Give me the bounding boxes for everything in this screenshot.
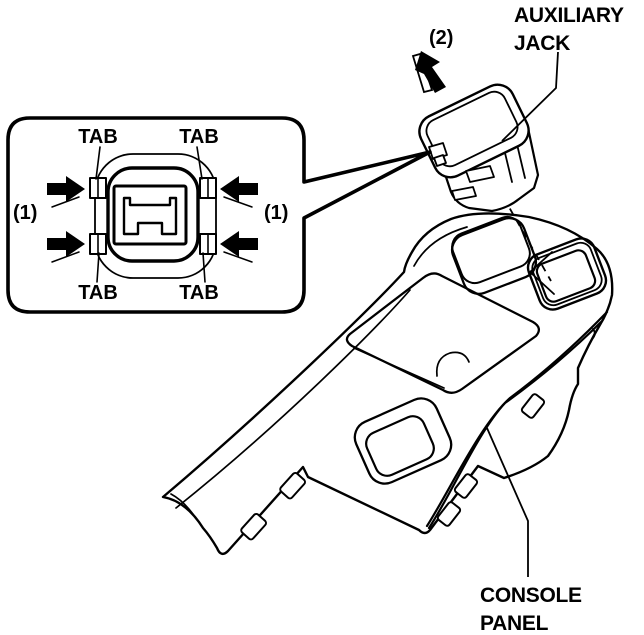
storage-pocket [353,397,453,485]
auxiliary-jack-leader-line [501,51,559,142]
auxiliary-jack-drawing [418,83,540,213]
tab-leader-line [202,252,206,283]
connector-front-view [89,146,217,283]
console-panel-leader-line [486,427,529,577]
removal-direction-arrow-icon [411,51,446,94]
connector-housing [106,166,200,263]
auxiliary-jack-label: AUXILIARY [514,4,624,27]
console-panel-label: CONSOLE [480,584,582,607]
tab-label: TAB [78,126,118,148]
jack-opening [526,237,608,311]
press-arrow-icon [47,231,85,263]
step-1-label: (1) [13,202,37,224]
connector-tab [199,233,217,255]
tab-leader-line [196,146,203,180]
clip-tab [279,471,306,500]
press-arrow-icon [47,176,85,208]
press-arrow-icon [220,231,258,263]
connector-tab [199,177,217,199]
connector-key-profile [122,196,178,236]
jack-lock-tab [465,165,495,183]
tab-label: TAB [78,282,118,304]
panel-edge-inner-line [175,289,411,509]
clip-tab [436,501,462,527]
step-2-label: (2) [429,27,453,49]
tab-leader-line [95,146,101,180]
edge-band-upper [425,310,609,528]
clip-tab [520,393,546,419]
console-panel-drawing [161,212,614,556]
step-1-label: (1) [264,202,288,224]
panel-end-scoop-line [170,493,196,518]
auxiliary-jack-label: JACK [514,32,570,55]
connector-outer-outline [94,153,217,279]
tab-label: TAB [179,126,219,148]
jack-opening-interior-lines [529,251,555,295]
connector-tab [89,177,107,199]
connector-port [112,184,188,246]
tray-depth-line [353,347,445,389]
clip-tab [240,512,267,541]
callout-bubble [6,116,432,314]
connector-tab [89,233,107,255]
edge-band-lower [427,320,603,530]
clip-tab [453,473,479,499]
callout-detail [6,116,432,314]
console-panel-label: PANEL [480,612,549,635]
jack-front-slot [451,186,477,201]
tab-label: TAB [179,282,219,304]
tray-floor-hook [435,351,470,377]
jack-lock-tab [433,154,447,167]
tab-leader-line [96,252,100,283]
blob-inner-rim-line [413,226,468,267]
tray-recess [345,272,541,394]
press-arrow-icon [220,176,258,208]
